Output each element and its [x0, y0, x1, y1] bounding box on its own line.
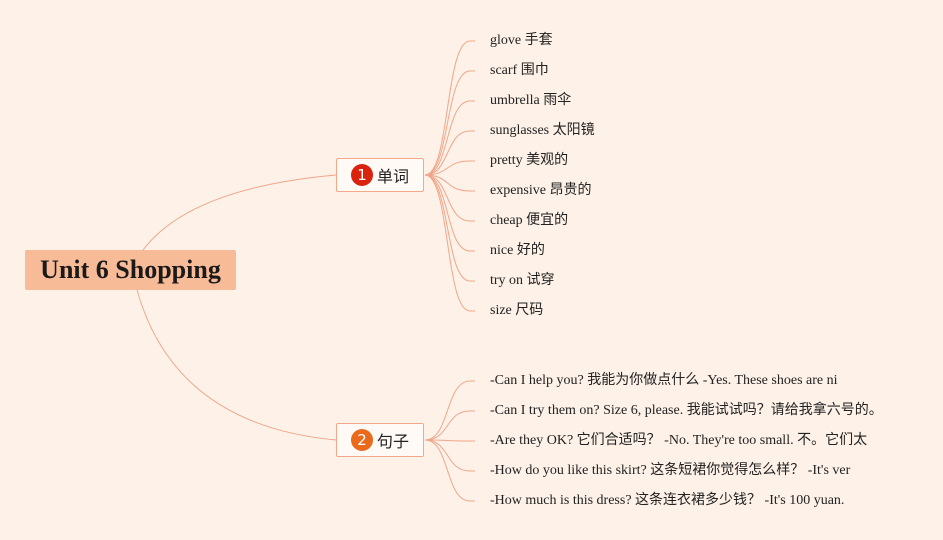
sentence-item[interactable]: -Are they OK? 它们合适吗？ -No. They're too sm… — [490, 433, 868, 448]
sentence-item[interactable]: -Can I help you? 我能为你做点什么 -Yes. These sh… — [490, 373, 838, 388]
leaf-connector — [424, 174, 475, 312]
sentence-item[interactable]: -How do you like this skirt? 这条短裙你觉得怎么样？… — [490, 463, 851, 478]
root-to-branch-1-connector — [142, 174, 337, 251]
branch-topic-sentences[interactable]: 2 句子 — [336, 423, 424, 457]
word-item[interactable]: nice 好的 — [490, 243, 545, 258]
leaf-connector — [424, 439, 475, 502]
word-item[interactable]: expensive 昂贵的 — [490, 183, 592, 198]
number-2-badge-icon: 2 — [350, 429, 373, 451]
leaf-connector — [424, 410, 475, 441]
word-item[interactable]: size 尺码 — [490, 303, 544, 318]
word-item[interactable]: pretty 美观的 — [490, 153, 569, 168]
word-item[interactable]: try on 试穿 — [490, 273, 555, 288]
branch-label: 单词 — [376, 167, 409, 186]
branch-topic-words[interactable]: 1 单词 — [336, 158, 424, 192]
word-item[interactable]: sunglasses 太阳镜 — [490, 123, 595, 138]
word-item[interactable]: umbrella 雨伞 — [490, 93, 572, 108]
root-to-branch-2-connector — [136, 289, 337, 441]
leaf-connector — [424, 160, 475, 176]
leaf-connector — [424, 100, 475, 176]
leaf-connector — [424, 174, 475, 222]
leaf-connector — [424, 174, 475, 252]
root-title: Unit 6 Shopping — [40, 255, 221, 284]
branch-1-leaf-connectors — [424, 40, 475, 312]
sentence-item[interactable]: -How much is this dress? 这条连衣裙多少钱？ -It's… — [490, 493, 845, 508]
leaf-connector — [424, 174, 475, 192]
word-item[interactable]: cheap 便宜的 — [490, 213, 569, 228]
leaf-connector — [424, 174, 475, 282]
word-item[interactable]: scarf 围巾 — [490, 63, 549, 78]
leaf-connector — [424, 130, 475, 176]
leaf-connector — [424, 380, 475, 441]
branch-2-leaf-connectors — [424, 380, 475, 502]
leaf-connector — [424, 70, 475, 176]
branch-label: 句子 — [376, 432, 409, 451]
leaf-connector — [424, 40, 475, 176]
number-1-badge-icon: 1 — [350, 164, 373, 186]
sentence-item[interactable]: -Can I try them on? Size 6, please. 我能试试… — [490, 403, 883, 418]
word-item[interactable]: glove 手套 — [490, 33, 553, 48]
leaf-connector — [424, 439, 475, 472]
root-topic[interactable]: Unit 6 Shopping — [25, 250, 236, 290]
leaf-connector — [424, 439, 475, 442]
